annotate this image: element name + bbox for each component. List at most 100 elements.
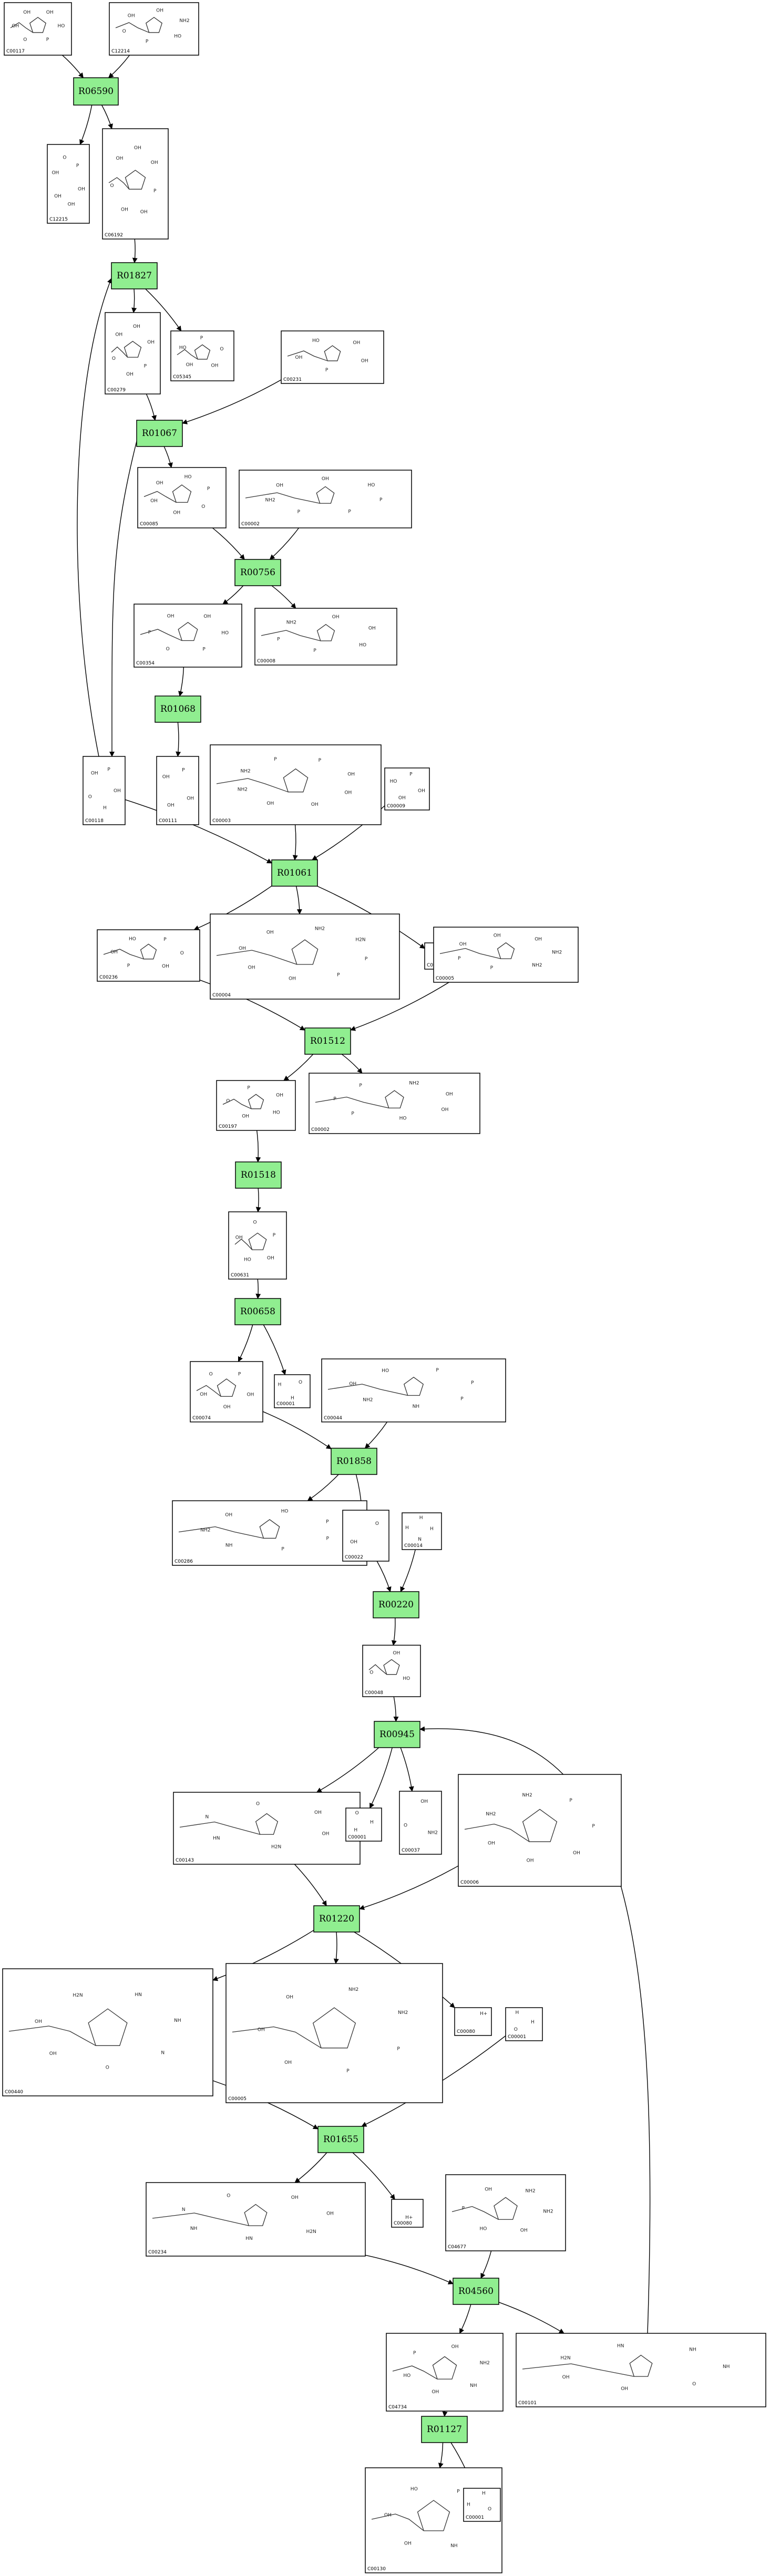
reaction-R04560[interactable]: R04560 (453, 2278, 499, 2305)
reaction-R01512[interactable]: R01512 (304, 1027, 351, 1055)
atom-label: H (103, 806, 107, 811)
atom-label: OH (350, 1540, 357, 1545)
ring-bond-shape (248, 1232, 267, 1250)
chain-bond-shape (108, 177, 130, 190)
atom-label: P (127, 963, 130, 969)
atom-label: OH (121, 207, 128, 212)
reaction-R00945[interactable]: R00945 (374, 1721, 420, 1748)
reaction-R01220[interactable]: R01220 (313, 1905, 360, 1933)
chain-bond-shape (10, 22, 33, 33)
reaction-R00756[interactable]: R00756 (234, 559, 281, 586)
edge-C00279-to-R01067 (146, 393, 157, 421)
edge-R00945-to-C00037 (400, 1747, 414, 1792)
atom-label: H (419, 1515, 423, 1521)
reaction-R01061[interactable]: R01061 (271, 859, 318, 887)
reaction-R01518[interactable]: R01518 (235, 1161, 282, 1189)
atom-label: OH (258, 2027, 265, 2032)
reaction-label: R01655 (323, 2134, 358, 2145)
reaction-R01858[interactable]: R01858 (331, 1448, 377, 1475)
atom-label: HO (367, 483, 375, 488)
reaction-R06590[interactable]: R06590 (73, 77, 119, 106)
compound-id-label: C00101 (518, 2401, 537, 2406)
atom-label: P (326, 1536, 330, 1541)
reaction-R00220[interactable]: R00220 (373, 1591, 419, 1618)
chain-bond-shape (522, 2363, 634, 2377)
atom-label: P (457, 2489, 460, 2495)
atom-label: P (274, 757, 277, 762)
atom-label: H2N (73, 1993, 83, 1998)
compound-C00080[interactable]: H+C00080 (454, 2007, 492, 2036)
reaction-label: R01512 (310, 1036, 345, 1046)
atom-label: P (207, 486, 210, 492)
chain-bond-shape (245, 492, 320, 504)
atom-label: OH (167, 803, 174, 808)
atom-label: O (201, 504, 205, 510)
atom-label: OH (248, 965, 255, 971)
reaction-R01827[interactable]: R01827 (111, 262, 158, 289)
chain-bond-shape (143, 491, 177, 503)
compound-id-label: C00074 (192, 1416, 211, 1421)
atom-label: P (146, 39, 149, 45)
compound-id-label: C00111 (159, 818, 177, 824)
atom-label: OH (225, 1513, 232, 1518)
reaction-R01068[interactable]: R01068 (155, 695, 201, 723)
compound-id-label: C00005 (228, 2096, 247, 2102)
atom-label: OH (35, 2019, 42, 2024)
atom-label: NH2 (532, 963, 542, 968)
edge-C00048-to-R00945 (393, 1696, 399, 1722)
atom-label: P (462, 2206, 465, 2211)
compound-box (433, 927, 579, 983)
reaction-R00658[interactable]: R00658 (234, 1298, 281, 1325)
atom-label: OH (404, 2541, 412, 2546)
reaction-R01067[interactable]: R01067 (136, 420, 183, 447)
reaction-R01127[interactable]: R01127 (421, 2416, 468, 2443)
reaction-box (234, 559, 281, 586)
reaction-R01655[interactable]: R01655 (317, 2126, 364, 2153)
compound-id-label: C00234 (148, 2250, 167, 2255)
edge-C00006-to-R01220 (359, 1865, 459, 1910)
atom-label: H (531, 2020, 535, 2025)
atom-label: OH (266, 801, 274, 806)
compound-C00080[interactable]: H+C00080 (391, 2199, 424, 2228)
